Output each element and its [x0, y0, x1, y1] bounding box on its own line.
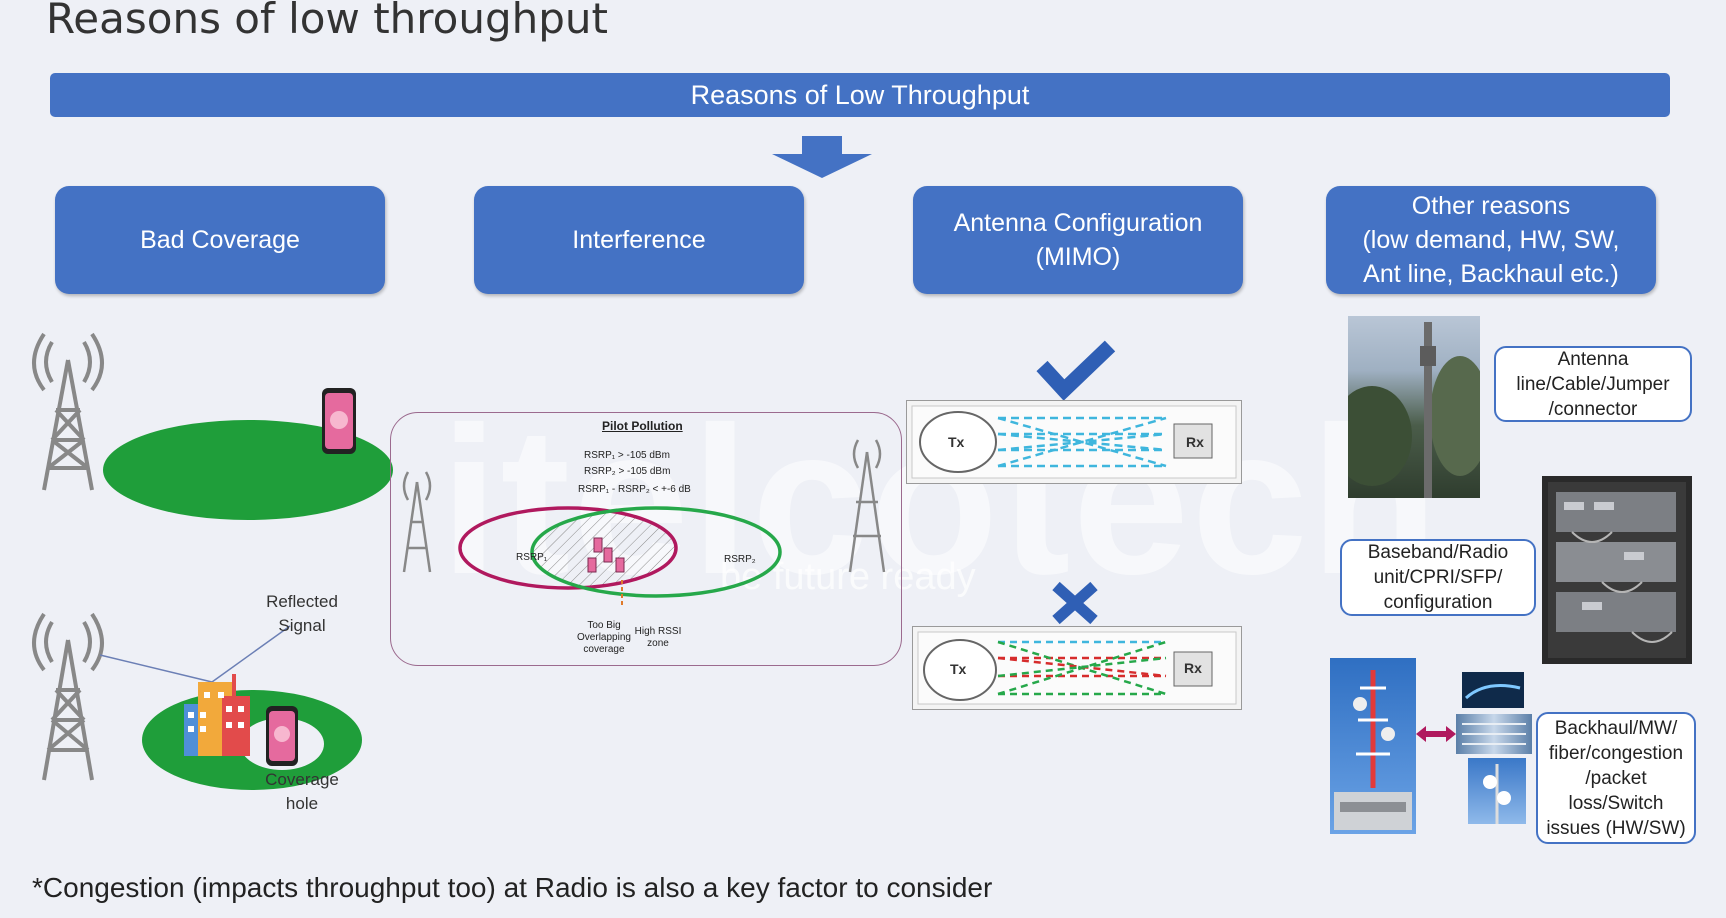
watermark-tagline: be future ready — [720, 556, 976, 598]
callout-antenna-line: Antenna line/Cable/Jumper /connector — [1494, 346, 1692, 422]
left-tower-icon — [402, 471, 432, 573]
mimo-good-tx-label: Tx — [948, 434, 965, 450]
rsrp1-ellipse — [458, 506, 678, 590]
category-interference: Interference — [474, 186, 804, 294]
smartphone-icon — [322, 388, 356, 454]
mimo-good-diagram — [906, 400, 1242, 484]
high-rssi-label: High RSSI zone — [634, 626, 682, 649]
rsrp1-label: RSRP₁ — [516, 552, 548, 563]
microwave-tower-photo — [1468, 758, 1526, 824]
smartphone-in-hole-icon — [266, 706, 298, 766]
overlap-coverage-label: Too Big Overlapping coverage — [577, 620, 631, 655]
slide-title: Reasons of low throughput — [46, 0, 608, 43]
coverage-area-ellipse — [103, 420, 393, 520]
footnote: *Congestion (impacts throughput too) at … — [32, 872, 993, 903]
rsrp2-ellipse — [530, 506, 782, 598]
pilot-condition-1: RSRP₁ > -105 dBm — [584, 450, 670, 461]
baseband-rack-photo — [1542, 476, 1692, 664]
category-bad-coverage: Bad Coverage — [55, 186, 385, 294]
fiber-equipment-photo-2 — [1456, 714, 1532, 754]
pilot-pollution-title: Pilot Pollution — [602, 419, 683, 433]
coverage-hole-label: Coverage hole — [265, 770, 339, 813]
pilot-pollution-panel — [390, 412, 902, 666]
mimo-bad-rx-label: Rx — [1184, 660, 1202, 676]
mimo-bad-cross-icon — [1052, 581, 1098, 625]
mimo-bad-diagram — [912, 626, 1242, 710]
category-antenna-configuration: Antenna Configuration (MIMO) — [913, 186, 1243, 294]
down-arrow-icon — [772, 136, 872, 178]
mimo-good-rx-label: Rx — [1186, 434, 1204, 450]
fiber-equipment-photo-1 — [1462, 672, 1524, 708]
bidirectional-arrow-icon — [1416, 726, 1456, 742]
category-other-reasons: Other reasons (low demand, HW, SW, Ant l… — [1326, 186, 1656, 294]
pilot-pollution-diagram — [402, 439, 886, 608]
buildings-icon — [184, 674, 250, 756]
antenna-pole-photo — [1348, 316, 1480, 498]
mimo-bad-tx-label: Tx — [950, 661, 967, 677]
telecom-tower-photo — [1330, 658, 1416, 834]
main-banner: Reasons of Low Throughput — [50, 73, 1670, 117]
right-tower-icon — [848, 439, 886, 573]
callout-baseband: Baseband/Radio unit/CPRI/SFP/ configurat… — [1340, 539, 1536, 616]
coverage-illustration — [32, 332, 393, 790]
mimo-good-check-icon — [1036, 340, 1116, 400]
cell-tower-icon — [32, 332, 104, 491]
reflected-signal-label: Reflected Signal — [266, 592, 338, 635]
callout-backhaul: Backhaul/MW/ fiber/congestion /packet lo… — [1536, 712, 1696, 844]
pilot-condition-2: RSRP₂ > -105 dBm — [584, 466, 671, 477]
pilot-condition-3: RSRP₁ - RSRP₂ < +-6 dB — [578, 484, 691, 495]
rsrp2-label: RSRP₂ — [724, 554, 756, 565]
cell-tower-icon-2 — [32, 612, 104, 781]
